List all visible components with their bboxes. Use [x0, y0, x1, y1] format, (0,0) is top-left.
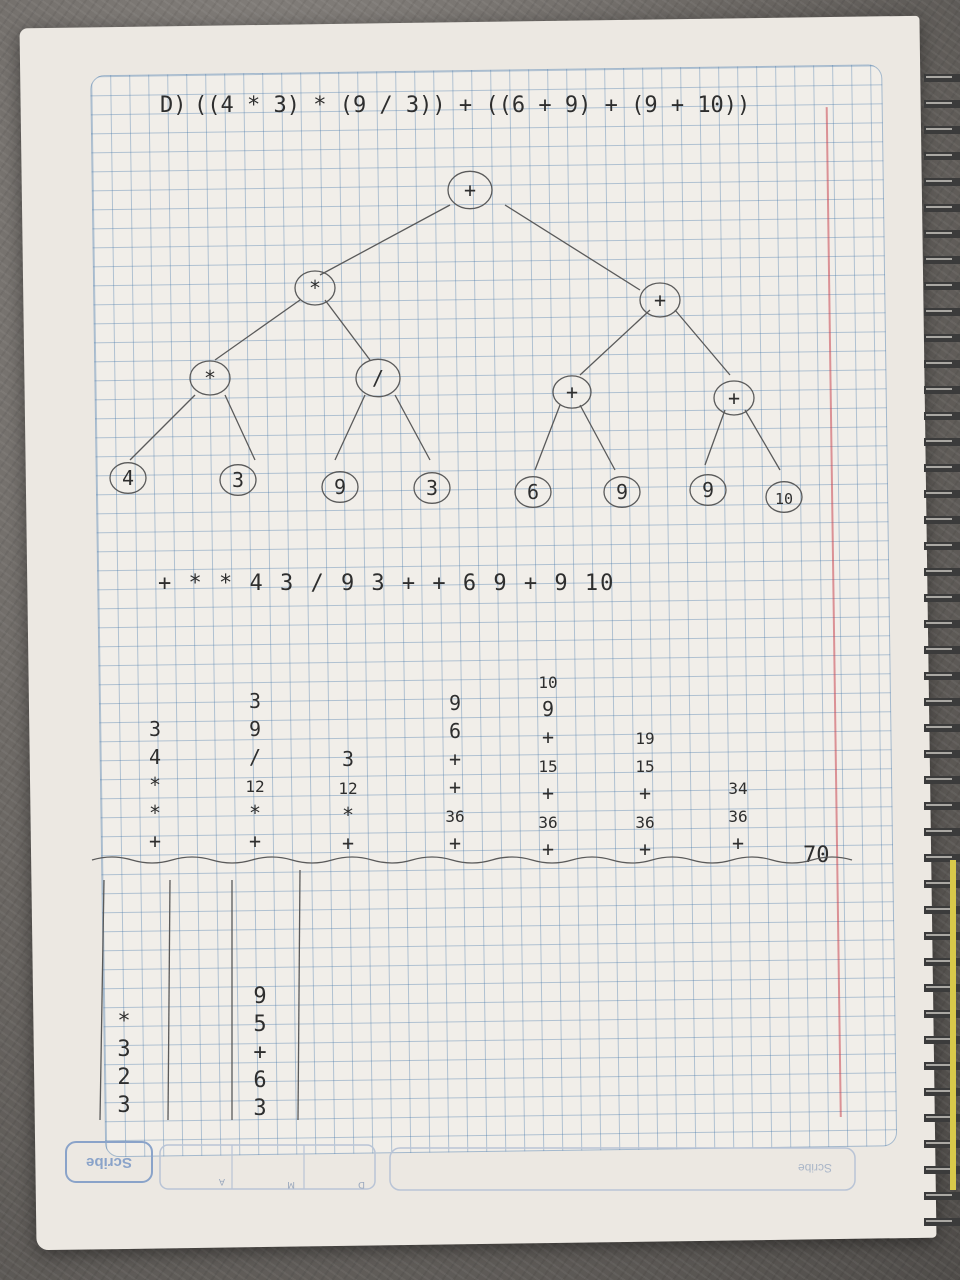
lower-stack-cell: 5	[253, 1012, 266, 1037]
tree-leaf-node: 3	[232, 468, 244, 492]
stack-cell: +	[249, 829, 261, 853]
stack-cell: 36	[635, 813, 654, 832]
tree-leaf-node-circle	[321, 471, 359, 503]
field-label-a: A	[218, 1176, 225, 1186]
tree-node-multiply-left: *	[204, 366, 216, 390]
stack-cell: +	[149, 829, 161, 853]
tree-node-multiply-left-circle	[189, 360, 231, 396]
spiral-loop-highlight	[926, 60, 952, 1240]
tree-leaf-node: 9	[702, 478, 714, 502]
brand-box	[65, 1141, 153, 1183]
stack-cell: 3	[249, 689, 261, 713]
lower-stack-cell: 9	[253, 984, 266, 1009]
tree-leaf-node: 10	[775, 490, 793, 508]
stack-cell: 4	[149, 745, 161, 769]
stack-cell: 36	[728, 807, 747, 826]
stack-cell: 15	[635, 757, 654, 776]
tree-leaf-node: 9	[334, 475, 346, 499]
tree-root-node-circle	[447, 170, 493, 210]
stack-cell: *	[249, 801, 261, 825]
tree-root-node: +	[464, 178, 476, 202]
field-label-d: D	[358, 1179, 365, 1189]
stack-cell: 12	[245, 777, 264, 796]
stack-cell: +	[449, 775, 461, 799]
stack-cell: +	[639, 781, 651, 805]
tree-leaf-node-circle	[219, 464, 257, 496]
stack-cell: 36	[538, 813, 557, 832]
tree-leaf-node: 9	[616, 480, 628, 504]
stack-cell: +	[342, 831, 354, 855]
brand-right-text: Scribe	[798, 1161, 832, 1175]
prefix-notation: + * * 4 3 / 9 3 + + 6 9 + 9 10	[158, 571, 615, 596]
stack-cell: 3	[342, 747, 354, 771]
tree-node-divide-circle	[355, 358, 401, 398]
tree-leaf-node: 4	[122, 466, 134, 490]
tree-node-plus-b-circle	[713, 380, 755, 416]
date-field-box	[159, 1144, 376, 1190]
final-result: 70	[803, 843, 830, 868]
stack-cell: +	[542, 725, 554, 749]
field-label-m: M	[287, 1179, 295, 1189]
stack-cell: +	[542, 837, 554, 861]
expression-text: ((4 * 3) * (9 / 3)) + ((6 + 9) + (9 + 10…	[194, 93, 750, 118]
tree-node-multiply-circle	[294, 270, 336, 306]
tree-leaf-node: 6	[527, 480, 539, 504]
notes-field-box	[389, 1147, 856, 1191]
stack-cell: *	[149, 773, 161, 797]
stack-cell: +	[639, 837, 651, 861]
tree-edges	[129, 204, 781, 471]
stack-cell: +	[449, 747, 461, 771]
lower-stack-cell: 3	[117, 1037, 130, 1062]
stack-cell: 12	[338, 779, 357, 798]
lower-stack-cell: 2	[117, 1065, 130, 1090]
stack-cell: 9	[542, 697, 554, 721]
stack-cell: +	[449, 831, 461, 855]
tree-leaf-node-circle	[765, 481, 803, 513]
stack-cell: 9	[449, 691, 461, 715]
stack-cell: 6	[449, 719, 461, 743]
section-divider	[91, 856, 853, 864]
stack-cell: 15	[538, 757, 557, 776]
stack-cell: *	[149, 801, 161, 825]
tree-leaf-node-circle	[603, 476, 641, 508]
tree-node-plus-right: +	[654, 288, 666, 312]
lower-stack-cell: 6	[253, 1068, 266, 1093]
lower-stack-cell: *	[117, 1009, 130, 1034]
yellow-page-edge	[950, 860, 956, 1190]
stack-cell: +	[732, 831, 744, 855]
stack-cell: 36	[445, 807, 464, 826]
stack-cell: /	[249, 745, 261, 769]
brand-text: Scribe	[86, 1154, 132, 1171]
tree-node-multiply: *	[309, 276, 321, 300]
tree-leaf-node: 3	[426, 476, 438, 500]
stack-cell: +	[542, 781, 554, 805]
stack-cell: 10	[538, 673, 557, 692]
tree-node-plus-a-circle	[552, 375, 592, 409]
tree-leaf-node-circle	[413, 472, 451, 504]
tree-node-plus-b: +	[728, 386, 740, 410]
tree-node-divide: /	[372, 366, 384, 390]
lower-column-lines	[99, 869, 301, 1121]
tree-leaf-node-circle	[109, 462, 147, 494]
stack-cell: 9	[249, 717, 261, 741]
tree-node-plus-right-circle	[639, 282, 681, 318]
stack-cell: 19	[635, 729, 654, 748]
tree-leaf-node-circle	[689, 474, 727, 506]
stack-cell: 3	[149, 717, 161, 741]
expression-label: D)	[160, 93, 187, 118]
stack-cell: 34	[728, 779, 747, 798]
lower-stack-cell: 3	[117, 1093, 130, 1118]
tree-node-plus-a: +	[566, 380, 578, 404]
stack-cell: *	[342, 803, 354, 827]
lower-stack-cell: 3	[253, 1096, 266, 1121]
lower-stack-cell: +	[253, 1040, 266, 1065]
tree-leaf-node-circle	[514, 476, 552, 508]
